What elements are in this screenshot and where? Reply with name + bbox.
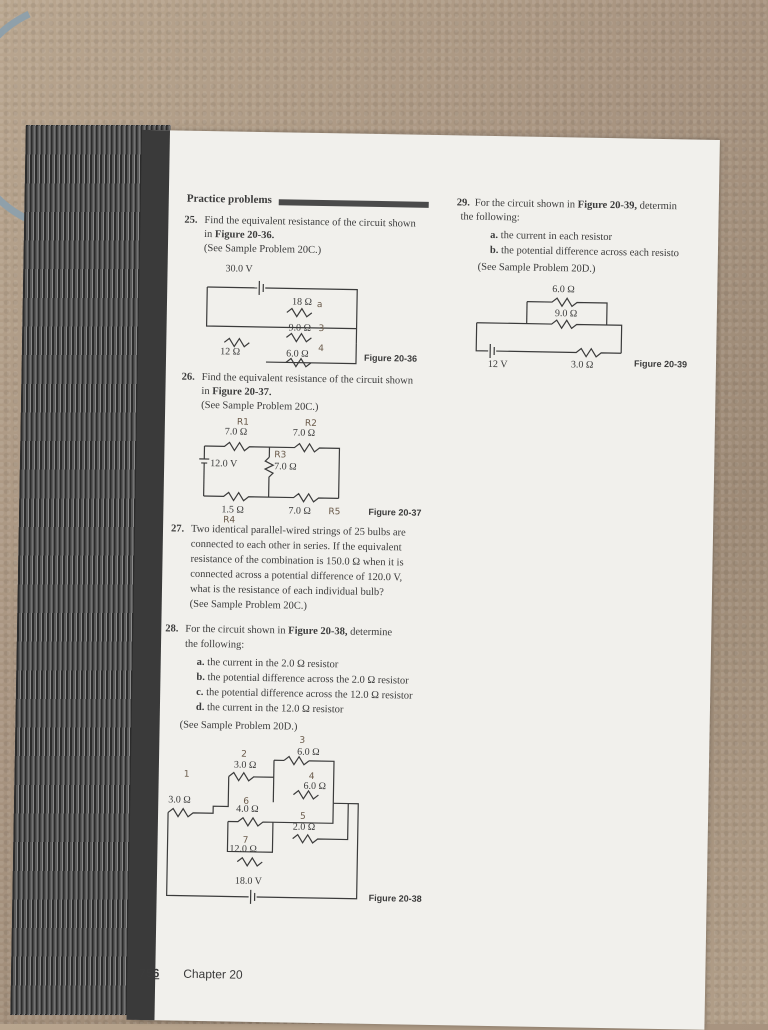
- resistor-3b: 3.0 Ω: [168, 794, 191, 805]
- problem-29-reference: (See Sample Problem 20D.): [478, 262, 596, 275]
- problem-25-number: 25.: [184, 215, 197, 226]
- hand-note: 3: [299, 736, 305, 746]
- problem-27-line: what is the resistance of each individua…: [190, 584, 384, 598]
- voltage-label: 30.0 V: [225, 263, 253, 274]
- resistor-6: 6.0 Ω: [552, 284, 575, 295]
- resistor-9: 9.0 Ω: [288, 322, 311, 333]
- problem-26-text: Find the equivalent resistance of the ci…: [202, 372, 414, 387]
- problem-29-text: For the circuit shown in Figure 20-39, d…: [475, 198, 677, 213]
- resistor-mid: 7.0 Ω: [274, 461, 297, 472]
- problem-28-text: For the circuit shown in Figure 20-38, d…: [185, 624, 392, 639]
- resistor-9: 9.0 Ω: [555, 308, 578, 319]
- voltage-12v: 12 V: [488, 359, 509, 370]
- hand-r5: R5: [328, 507, 340, 517]
- problem-28-item-b: b. the potential difference across the 2…: [196, 672, 408, 687]
- problem-27-reference: (See Sample Problem 20C.): [190, 599, 307, 612]
- resistor-12: 12.0 Ω: [229, 843, 257, 854]
- resistor-12: 12 Ω: [220, 346, 240, 357]
- figure-20-39-label: Figure 20-39: [634, 358, 687, 369]
- header-bar: [279, 199, 429, 208]
- problem-27-line: connected to each other in series. If th…: [191, 539, 402, 554]
- figure-20-38-circuit: 3 6.0 Ω 2 3.0 Ω 4 6.0 Ω 1 3.0 Ω 6 4.0 Ω …: [166, 730, 469, 915]
- figure-20-37-label: Figure 20-37: [368, 507, 421, 518]
- hand-note: 2: [241, 750, 247, 760]
- chapter-label: Chapter 20: [183, 967, 243, 982]
- problem-26-number: 26.: [182, 372, 195, 383]
- problem-25-text-2: in Figure 20-36.: [204, 229, 274, 241]
- problem-28-number: 28.: [165, 623, 178, 634]
- problem-27-line: resistance of the combination is 150.0 Ω…: [190, 554, 403, 569]
- resistor-top-left: 7.0 Ω: [225, 426, 248, 437]
- textbook-page: Practice problems 25. Find the equivalen…: [134, 130, 719, 1030]
- problem-29-item-b: b. the potential difference across each …: [490, 245, 679, 259]
- problem-28-item-d: d. the current in the 12.0 Ω resistor: [196, 702, 344, 716]
- resistor-6a: 6.0 Ω: [297, 747, 320, 758]
- figure-20-36-circuit: 30.0 V 18 Ω a 9.0 Ω 3 12 Ω 6.0 Ω 4: [196, 261, 478, 376]
- resistor-6b: 6.0 Ω: [303, 781, 326, 792]
- section-title: Practice problems: [187, 193, 272, 206]
- resistor-bottom-right: 7.0 Ω: [288, 505, 311, 516]
- resistor-3: 3.0 Ω: [571, 359, 594, 370]
- voltage-12: 12.0 V: [210, 458, 238, 469]
- resistor-2: 2.0 Ω: [293, 822, 316, 833]
- hand-note-4: 4: [318, 344, 324, 354]
- page-number: 756: [139, 966, 159, 980]
- resistor-3a: 3.0 Ω: [234, 760, 257, 771]
- resistor-6: 6.0 Ω: [286, 348, 309, 359]
- problem-29-item-a: a. the current in each resistor: [490, 230, 612, 243]
- figure-20-38-label: Figure 20-38: [369, 893, 422, 904]
- problem-28-text-2: the following:: [185, 639, 244, 651]
- problem-25-text: Find the equivalent resistance of the ci…: [204, 215, 416, 230]
- resistor-4: 4.0 Ω: [236, 804, 259, 815]
- voltage-18: 18.0 V: [235, 876, 263, 887]
- resistor-top-right: 7.0 Ω: [293, 428, 316, 439]
- problem-28-item-a: a. the current in the 2.0 Ω resistor: [197, 657, 339, 670]
- figure-20-37-circuit: R1 R2 7.0 Ω 7.0 Ω 12.0 V R3 7.0 Ω 1.5 Ω …: [193, 416, 495, 521]
- problem-26-reference: (See Sample Problem 20C.): [201, 400, 318, 413]
- hand-note-3: 3: [318, 324, 324, 334]
- problem-29-number: 29.: [457, 197, 470, 208]
- figure-20-36-label: Figure 20-36: [364, 353, 417, 364]
- problem-27-number: 27.: [171, 523, 184, 534]
- problem-25-reference: (See Sample Problem 20C.): [204, 243, 321, 256]
- resistor-bottom-left: 1.5 Ω: [221, 504, 244, 515]
- hand-note-a: a: [317, 300, 323, 310]
- hand-note: 5: [300, 812, 306, 822]
- resistor-18: 18 Ω: [292, 297, 312, 308]
- problem-28-item-c: c. the potential difference across the 1…: [196, 687, 413, 702]
- problem-27-line: connected across a potential difference …: [190, 569, 402, 584]
- problem-29-text-2: the following:: [460, 211, 519, 223]
- hand-note: 1: [184, 770, 190, 780]
- hand-r3: R3: [274, 450, 286, 460]
- problem-27-line: Two identical parallel-wired strings of …: [191, 524, 406, 539]
- problem-26-text-2: in Figure 20-37.: [201, 386, 271, 398]
